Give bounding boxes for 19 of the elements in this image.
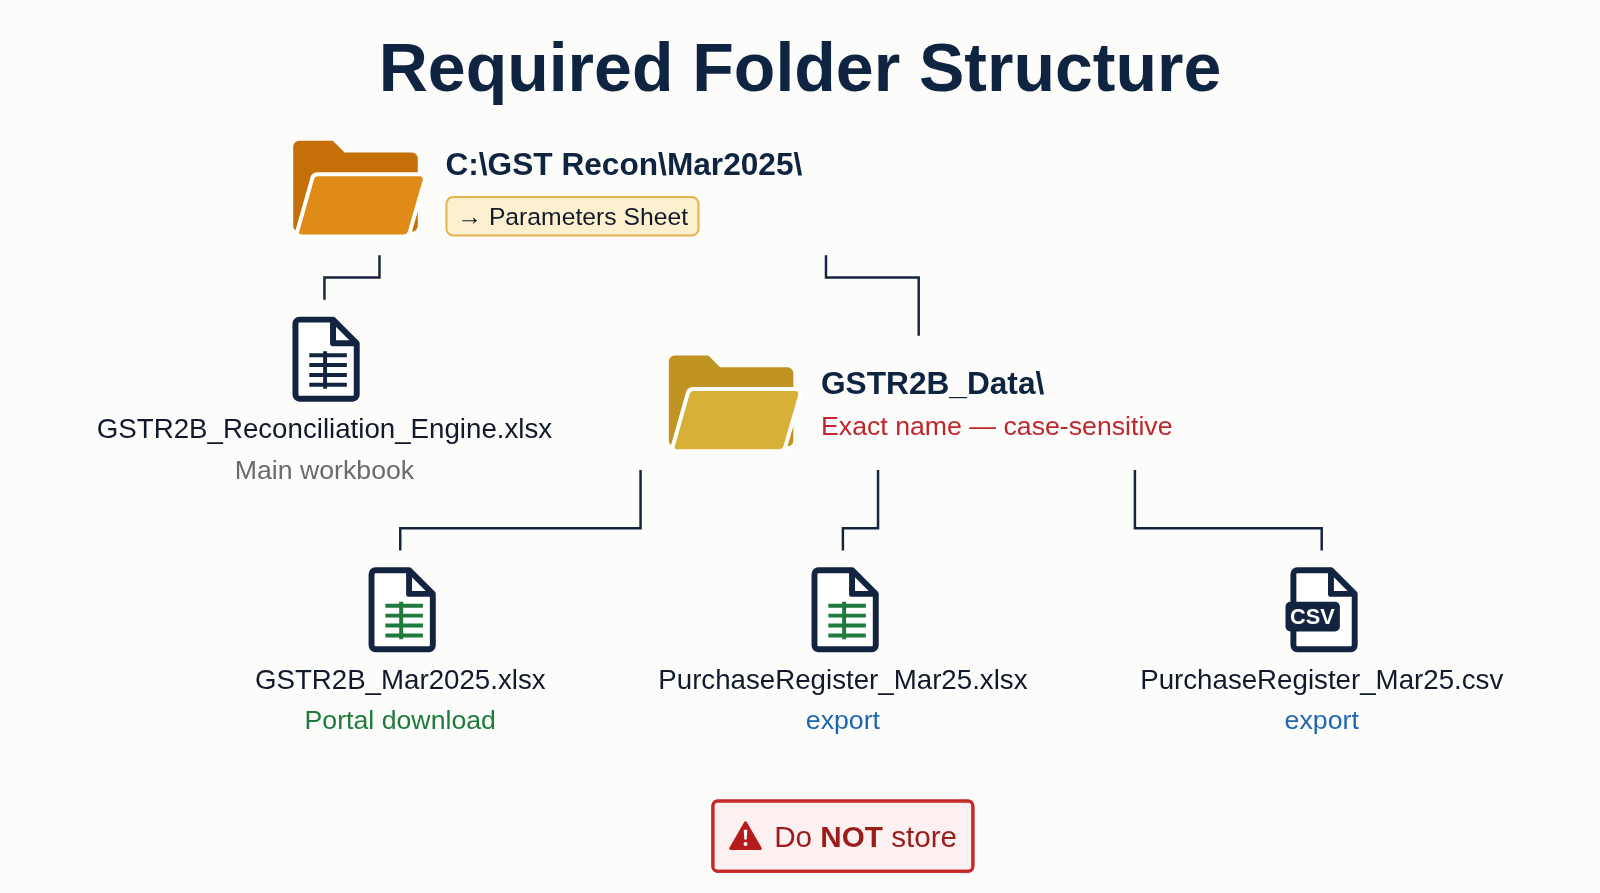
connector-line [1133,469,1323,552]
file-name: GSTR2B_Reconciliation_Engine.xlsx [96,413,553,444]
connector-line [824,255,920,337]
connector-line [323,255,381,301]
folder-path: C:\GST Recon\Mar2025\ [445,145,803,182]
file-name: GSTR2B_Mar2025.xlsx [254,663,546,695]
connector-line [399,469,642,552]
file-name: PurchaseRegister_Mar25.xlsx [658,663,1028,695]
connector-line [841,469,880,552]
description-text: Main workbook [234,454,415,485]
file-name: PurchaseRegister_Mar25.csv [1140,663,1504,695]
title: Required Folder Structure [378,30,1222,105]
warning-text: Do NOT store [774,819,958,856]
description-text: export [805,705,880,736]
folder-path: GSTR2B_Data\ [821,364,1045,401]
description-text: export [1284,705,1359,736]
description-text: Exact name — case-sensitive [821,411,1173,441]
sheet-tag: → Parameters Sheet [445,195,700,236]
description-text: Portal download [304,705,496,736]
